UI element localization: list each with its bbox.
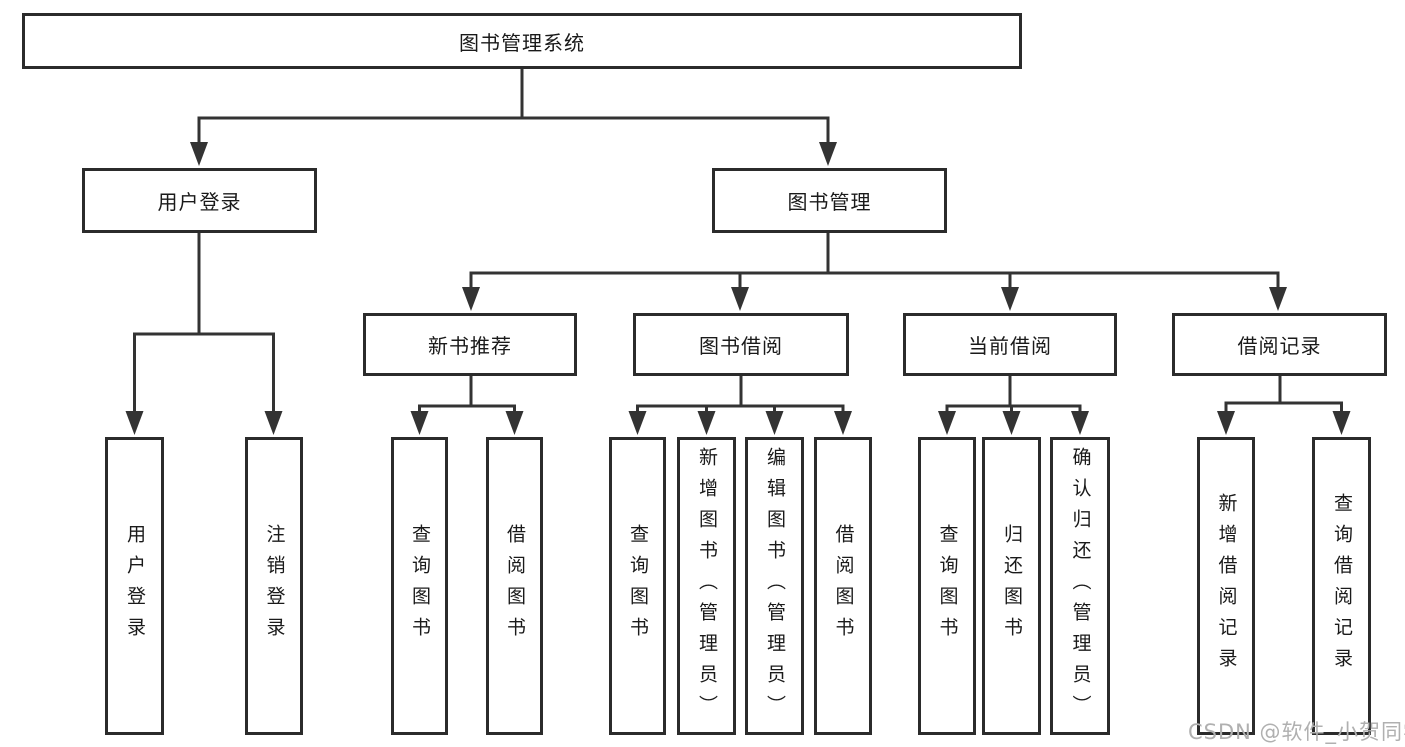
leaf-label: 查询图书	[936, 524, 959, 648]
leaf-label: 查询借阅记录	[1331, 493, 1353, 679]
leaf-label: 用户登录	[124, 524, 146, 648]
node-leaf-confirm-return-admin: 确认归还（管理员）	[1050, 437, 1110, 735]
node-new-book-recommend: 新书推荐	[363, 313, 577, 376]
node-book-borrow-label: 图书借阅	[699, 334, 783, 358]
connector-record-to-leaves	[1217, 376, 1351, 435]
node-leaf-add-borrow-record: 新增借阅记录	[1197, 437, 1255, 735]
leaf-label: 新增借阅记录	[1215, 493, 1238, 679]
node-leaf-add-book-admin: 新增图书（管理员）	[677, 437, 736, 735]
leaf-label: 确认归还（管理员）	[1069, 446, 1092, 726]
leaf-label: 编辑图书（管理员）	[764, 446, 786, 726]
leaf-label: 新增图书（管理员）	[696, 446, 718, 726]
node-leaf-return-book: 归还图书	[982, 437, 1041, 735]
leaf-label: 借阅图书	[504, 524, 526, 648]
node-root-label: 图书管理系统	[459, 30, 585, 55]
node-new-book-recommend-label: 新书推荐	[428, 334, 512, 358]
node-leaf-borrow-book: 借阅图书	[814, 437, 872, 735]
connector-current-to-leaves	[938, 376, 1089, 435]
node-book-borrow: 图书借阅	[633, 313, 849, 376]
connector-borrow-to-leaves	[628, 376, 852, 435]
node-leaf-user-login: 用户登录	[105, 437, 164, 735]
connector-root-to-level2	[190, 69, 837, 166]
connector-user-login-to-leaves	[125, 233, 283, 435]
node-book-management: 图书管理	[712, 168, 947, 233]
node-current-borrow: 当前借阅	[903, 313, 1117, 376]
leaf-label: 查询图书	[409, 524, 431, 648]
leaf-label: 查询图书	[627, 524, 649, 648]
node-leaf-borrow-query-book: 查询图书	[609, 437, 666, 735]
node-leaf-current-query-book: 查询图书	[918, 437, 976, 735]
node-leaf-logout: 注销登录	[245, 437, 303, 735]
leaf-label: 借阅图书	[832, 524, 855, 648]
leaf-label: 注销登录	[263, 524, 286, 648]
connector-recommend-to-leaves	[410, 376, 524, 435]
connector-book-management-to-level3	[462, 233, 1287, 311]
node-user-login: 用户登录	[82, 168, 317, 233]
node-current-borrow-label: 当前借阅	[968, 334, 1052, 358]
node-leaf-query-borrow-record: 查询借阅记录	[1312, 437, 1371, 735]
node-root: 图书管理系统	[22, 13, 1022, 69]
node-user-login-label: 用户登录	[157, 190, 242, 214]
node-leaf-recommend-query-book: 查询图书	[391, 437, 448, 735]
csdn-watermark: CSDN @软件_小贺同学	[1188, 720, 1405, 744]
leaf-label: 归还图书	[1001, 524, 1023, 648]
node-leaf-edit-book-admin: 编辑图书（管理员）	[745, 437, 804, 735]
node-borrow-record-label: 借阅记录	[1237, 334, 1322, 358]
node-leaf-recommend-borrow-book: 借阅图书	[486, 437, 543, 735]
node-book-management-label: 图书管理	[787, 190, 872, 214]
node-borrow-record: 借阅记录	[1172, 313, 1387, 376]
